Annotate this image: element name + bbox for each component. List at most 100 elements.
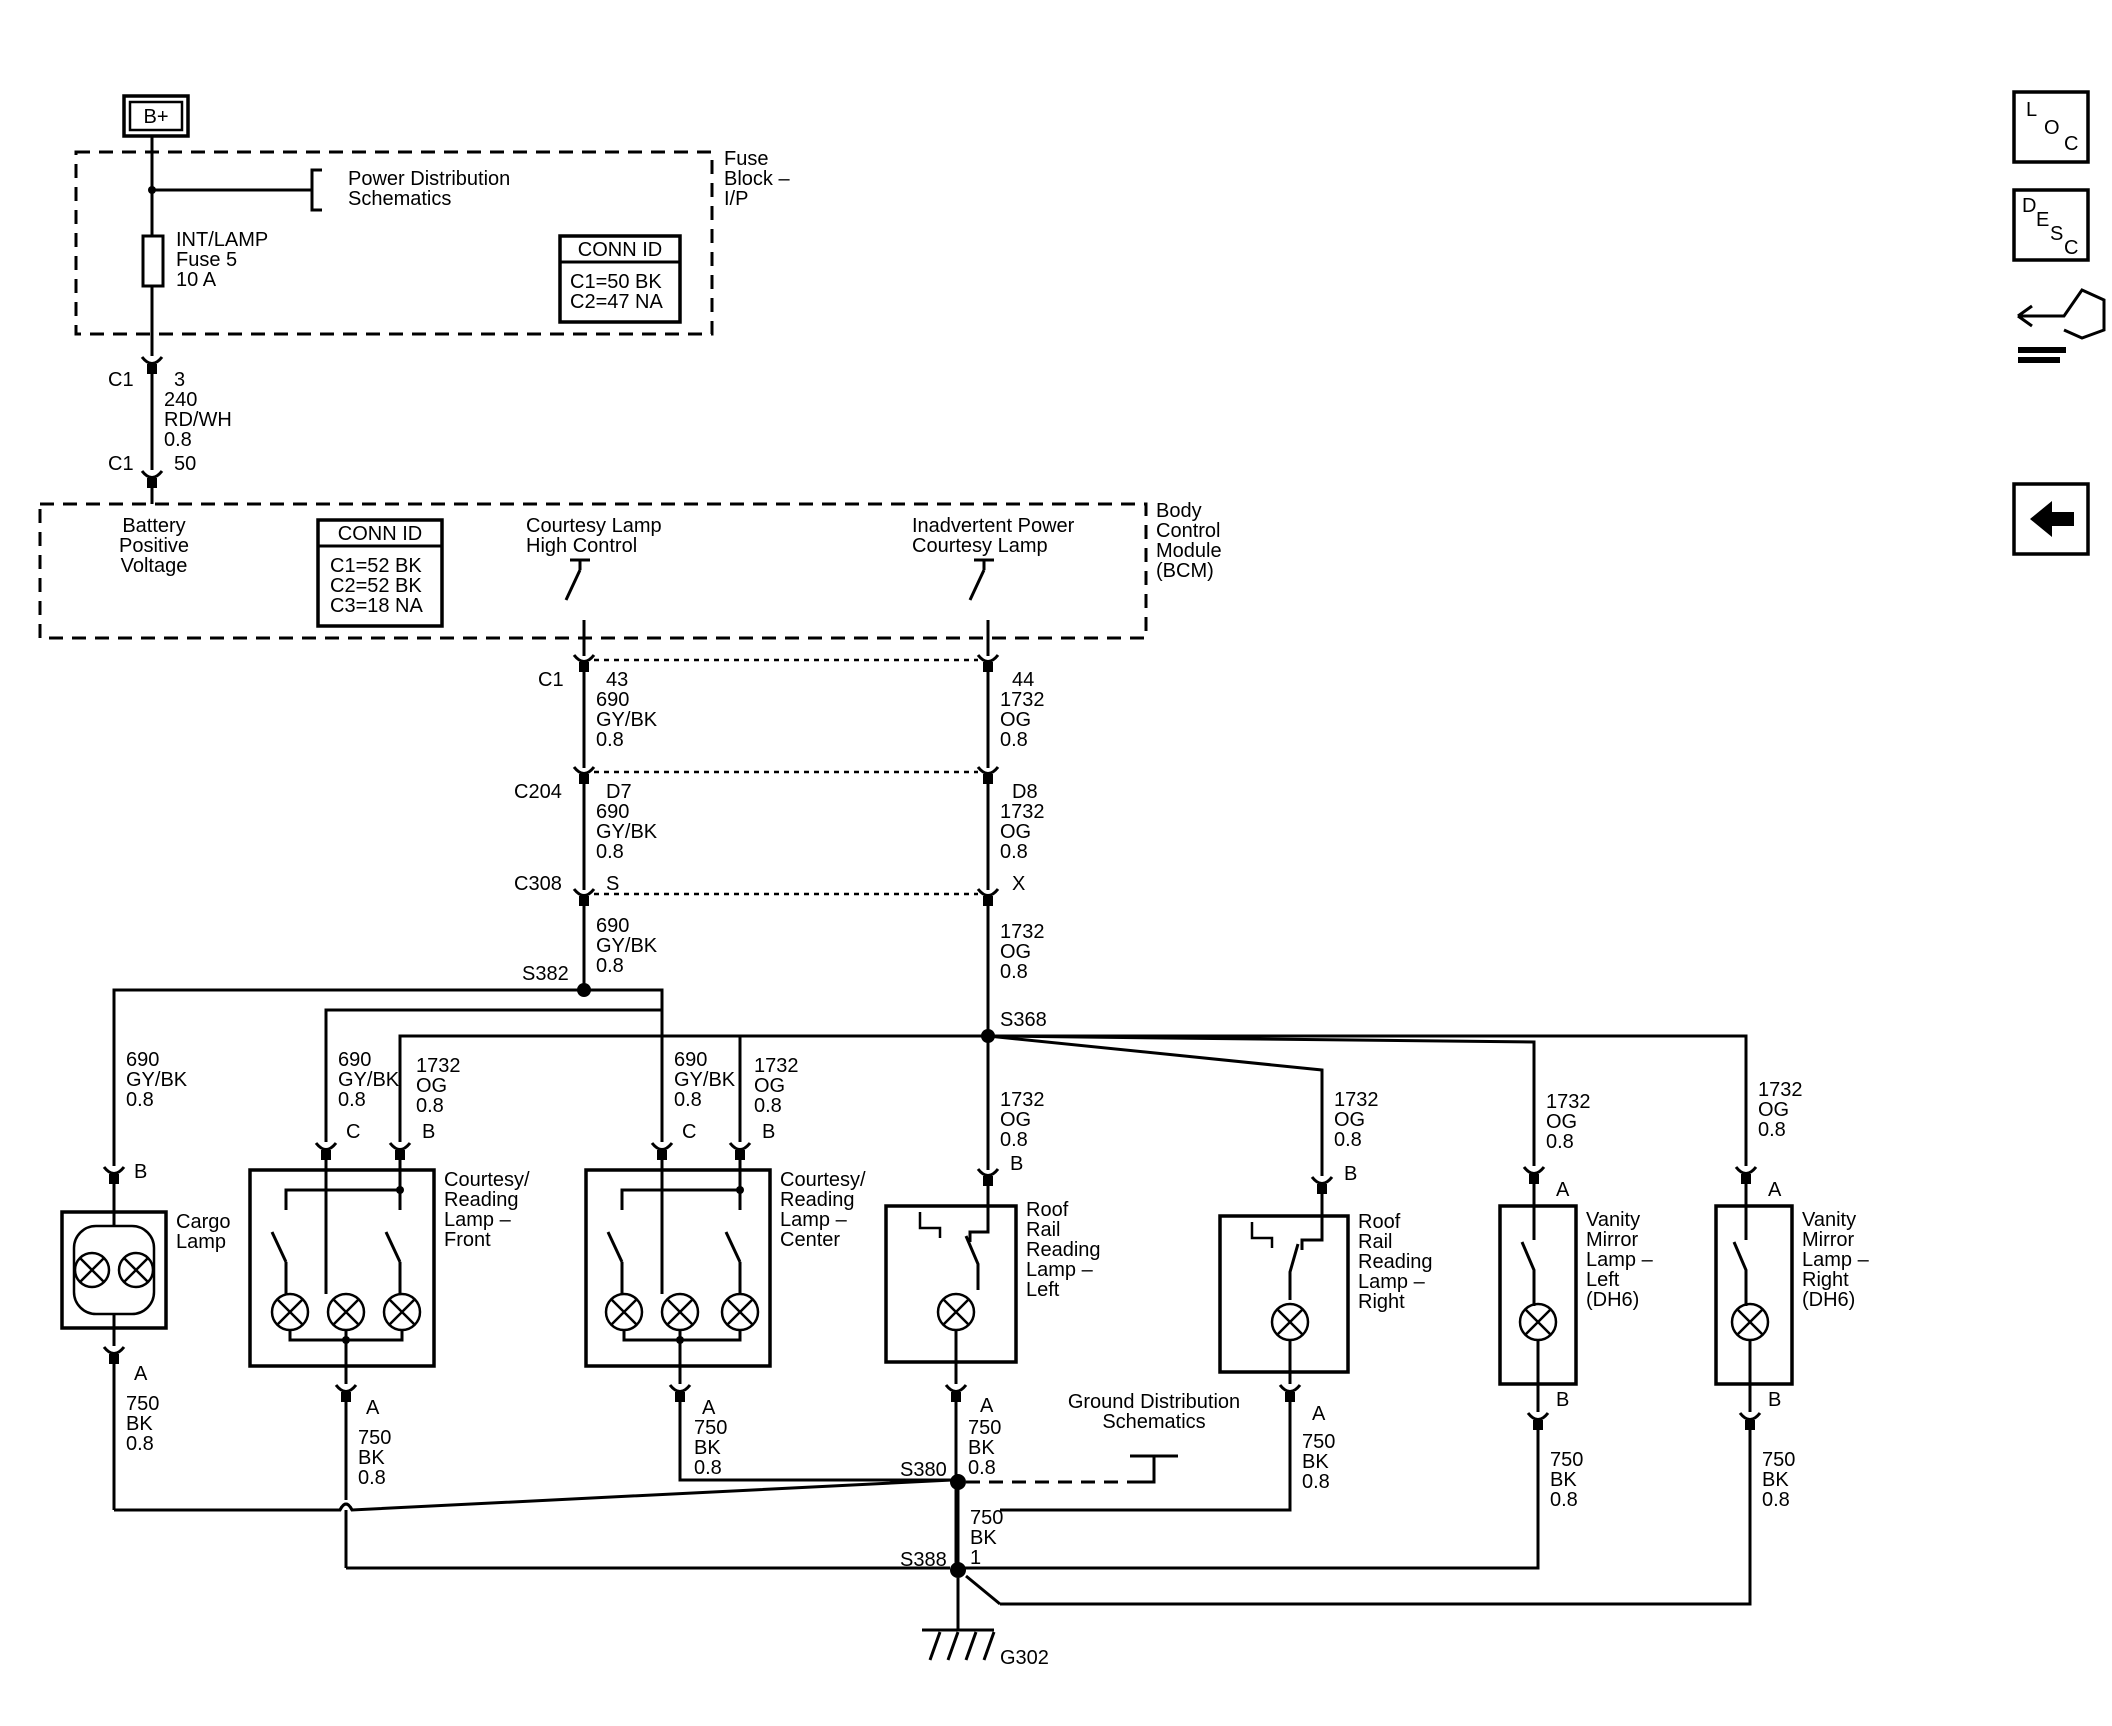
svg-text:1: 1	[970, 1547, 981, 1569]
svg-text:0.8: 0.8	[164, 429, 192, 451]
svg-text:1732: 1732	[1000, 801, 1045, 823]
inadvertent-power-label: Inadvertent Power Courtesy Lamp	[912, 515, 1075, 557]
pin-label: B	[422, 1121, 435, 1143]
svg-text:0.8: 0.8	[1546, 1131, 1574, 1153]
svg-text:Vanity: Vanity	[1586, 1209, 1640, 1231]
svg-text:X: X	[1012, 873, 1025, 895]
svg-text:I/P: I/P	[724, 188, 748, 210]
roof-right-lamp-box	[1218, 1214, 1350, 1374]
svg-text:Left: Left	[1026, 1279, 1060, 1301]
svg-text:Roof: Roof	[1358, 1211, 1401, 1233]
pin-label: A	[980, 1395, 994, 1417]
svg-text:Control: Control	[1156, 520, 1220, 542]
svg-text:GY/BK: GY/BK	[674, 1069, 736, 1091]
front-lamp-label: Courtesy/ Reading Lamp – Front	[444, 1169, 530, 1251]
bcm-conn-id-box	[316, 518, 444, 628]
svg-text:Lamp –: Lamp –	[1358, 1271, 1426, 1293]
connector-tool-icon[interactable]	[2017, 288, 2106, 363]
svg-text:O: O	[2044, 117, 2060, 139]
svg-text:C1: C1	[108, 369, 134, 391]
fuse-conn-id-line: C1=50 BK	[570, 271, 662, 293]
svg-text:0.8: 0.8	[338, 1089, 366, 1111]
svg-text:OG: OG	[1758, 1099, 1789, 1121]
left-circuit-labels: 43 690 GY/BK 0.8 D7 690 GY/BK 0.8 S 690 …	[596, 669, 658, 977]
svg-text:10 A: 10 A	[176, 269, 217, 291]
back-arrow-icon[interactable]	[2030, 501, 2074, 537]
svg-text:750: 750	[1550, 1449, 1583, 1471]
svg-text:0.8: 0.8	[596, 729, 624, 751]
svg-text:Reading: Reading	[780, 1189, 855, 1211]
svg-text:Ground Distribution: Ground Distribution	[1068, 1391, 1240, 1413]
pin-label: C	[346, 1121, 360, 1143]
roof-right-wire-label: 1732 OG 0.8	[1334, 1089, 1379, 1151]
svg-text:Reading: Reading	[444, 1189, 519, 1211]
wire-240-labels: C1 3 240 RD/WH 0.8 C1 50	[108, 369, 232, 475]
desc-button[interactable]: D E S C	[2012, 188, 2090, 262]
svg-text:S: S	[2050, 223, 2063, 245]
svg-text:Power Distribution: Power Distribution	[348, 168, 510, 190]
splice-s368-label: S368	[1000, 1009, 1047, 1031]
pin-label: A	[1312, 1403, 1326, 1425]
svg-text:Right: Right	[1358, 1291, 1405, 1313]
pin-label: A	[1556, 1179, 1570, 1201]
splice-s388	[950, 1562, 966, 1578]
svg-text:Block –: Block –	[724, 168, 790, 190]
loc-button[interactable]: L O C	[2012, 90, 2090, 164]
bcm-conn-id-line: C2=52 BK	[330, 575, 422, 597]
svg-text:D7: D7	[606, 781, 632, 803]
bcm-conn-id-line: C1=52 BK	[330, 555, 422, 577]
svg-text:750: 750	[1762, 1449, 1795, 1471]
center-lamp-switches	[606, 1231, 742, 1294]
svg-text:1732: 1732	[1546, 1091, 1591, 1113]
pin-label: B	[134, 1161, 147, 1183]
back-arrow-button[interactable]	[2012, 482, 2090, 556]
connector-c1-label: C1	[538, 669, 564, 691]
pin-label: B	[1768, 1389, 1781, 1411]
svg-text:INT/LAMP: INT/LAMP	[176, 229, 268, 251]
svg-text:Reading: Reading	[1026, 1239, 1101, 1261]
svg-text:High Control: High Control	[526, 535, 637, 557]
svg-text:0.8: 0.8	[1000, 729, 1028, 751]
svg-text:Vanity: Vanity	[1802, 1209, 1856, 1231]
battery-positive-voltage-label: Battery Positive Voltage	[119, 515, 189, 577]
svg-text:C: C	[2064, 133, 2078, 155]
bcm-switch-left	[564, 558, 590, 601]
svg-text:Module: Module	[1156, 540, 1222, 562]
svg-text:0.8: 0.8	[1302, 1471, 1330, 1493]
svg-text:0.8: 0.8	[596, 841, 624, 863]
svg-text:0.8: 0.8	[1550, 1489, 1578, 1511]
svg-text:Schematics: Schematics	[348, 188, 451, 210]
bcm-conn-id-line: C3=18 NA	[330, 595, 423, 617]
roof-left-bulb	[936, 1292, 976, 1332]
svg-text:Lamp: Lamp	[176, 1231, 226, 1253]
pin-label: C	[682, 1121, 696, 1143]
battery-box	[122, 94, 190, 138]
svg-text:240: 240	[164, 389, 197, 411]
svg-text:690: 690	[674, 1049, 707, 1071]
svg-text:OG: OG	[1000, 941, 1031, 963]
power-distribution-bracket	[310, 168, 322, 212]
svg-text:Courtesy/: Courtesy/	[780, 1169, 866, 1191]
bcm-outline	[38, 502, 1148, 640]
svg-text:750: 750	[358, 1427, 391, 1449]
svg-text:L: L	[2026, 99, 2037, 121]
svg-text:GY/BK: GY/BK	[126, 1069, 188, 1091]
svg-text:Rail: Rail	[1358, 1231, 1392, 1253]
fuse-conn-id-box	[558, 234, 682, 324]
battery-label: B+	[143, 106, 168, 128]
svg-text:Mirror: Mirror	[1586, 1229, 1639, 1251]
center-bk-wire-label: 750 BK 0.8	[694, 1417, 727, 1479]
svg-text:43: 43	[606, 669, 628, 691]
svg-text:750: 750	[694, 1417, 727, 1439]
svg-text:0.8: 0.8	[596, 955, 624, 977]
roof-left-wire-label: 1732 OG 0.8	[1000, 1089, 1045, 1151]
bcm-conn-id-title: CONN ID	[338, 523, 422, 545]
front-og-wire-label: 1732 OG 0.8	[416, 1055, 461, 1117]
center-og-wire-label: 1732 OG 0.8	[754, 1055, 799, 1117]
svg-text:0.8: 0.8	[674, 1089, 702, 1111]
svg-text:Center: Center	[780, 1229, 840, 1251]
vanity-right-bulb	[1730, 1302, 1770, 1342]
svg-text:BK: BK	[358, 1447, 385, 1469]
svg-text:BK: BK	[1762, 1469, 1789, 1491]
